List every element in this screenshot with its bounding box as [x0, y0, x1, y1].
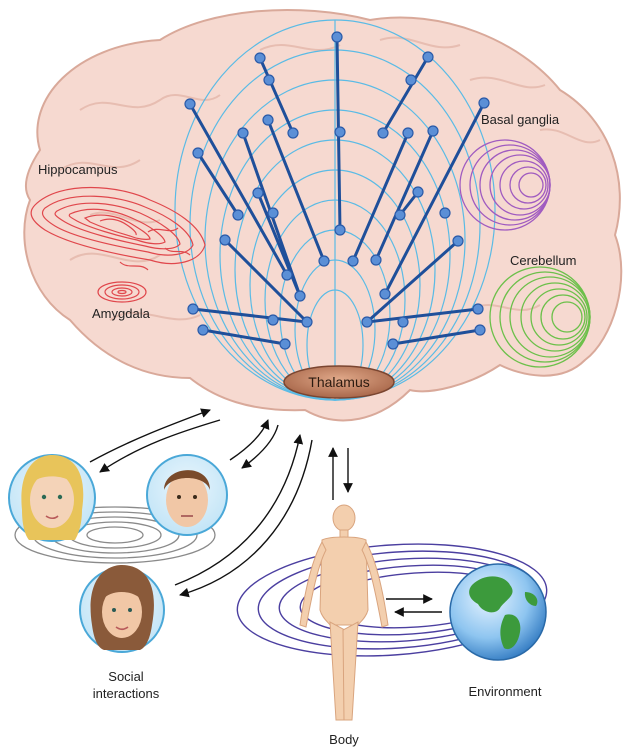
amygdala-region	[97, 281, 147, 303]
environment-arrows	[386, 594, 442, 617]
social-arrows	[89, 408, 313, 598]
basal-ganglia-label: Basal ganglia	[481, 112, 560, 127]
network-nodes	[184, 31, 490, 350]
social-label-line1: Social	[108, 669, 144, 684]
hippocampus-label: Hippocampus	[38, 162, 118, 177]
body-brain-arrows	[328, 447, 353, 500]
body-label: Body	[329, 732, 359, 747]
face-woman-blonde-icon	[8, 454, 96, 542]
basal-ganglia-region	[459, 139, 551, 231]
globe-icon	[449, 563, 547, 661]
face-woman-brunette-icon	[79, 565, 165, 653]
social-label-line2: interactions	[93, 686, 160, 701]
environment-label: Environment	[469, 684, 542, 699]
amygdala-label: Amygdala	[92, 306, 151, 321]
brain-gyri	[59, 36, 601, 321]
cerebellum-region	[489, 266, 591, 368]
thalamus: Thalamus	[283, 365, 395, 399]
thalamus-label: Thalamus	[308, 374, 369, 390]
hippocampus-region	[30, 186, 206, 271]
human-body-icon	[299, 504, 389, 721]
face-man-icon	[146, 454, 228, 536]
cerebellum-label: Cerebellum	[510, 253, 576, 268]
